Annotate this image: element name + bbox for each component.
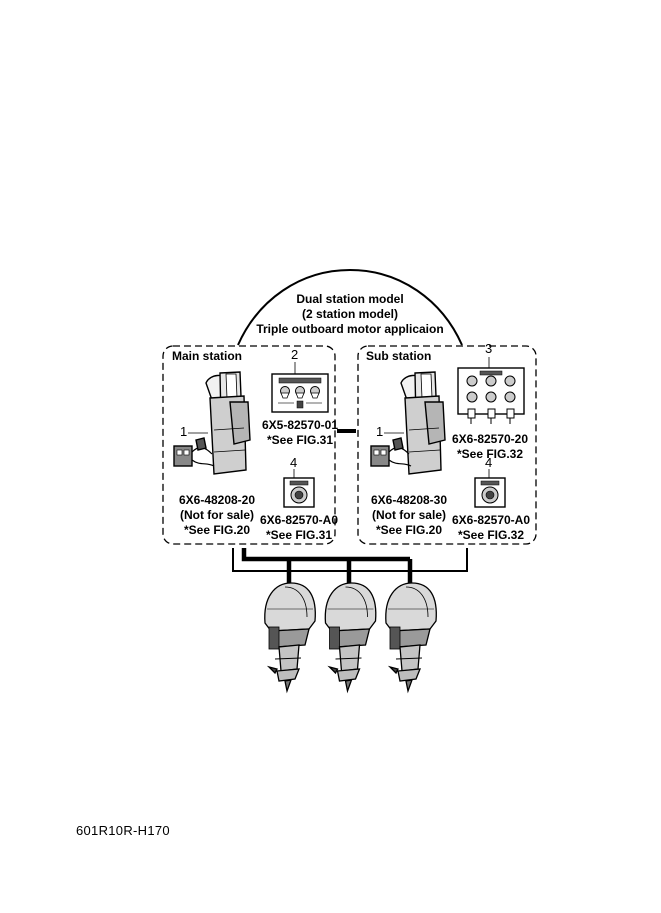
- main-station-label: Main station: [172, 349, 243, 363]
- title-line-1: Dual station model: [296, 292, 404, 306]
- sub-remote-control-box: [370, 371, 446, 475]
- title-line-3: Triple outboard motor applicaion: [256, 322, 444, 336]
- main-stop-switch-part-number: 6X6-82570-A0: [259, 513, 339, 527]
- main-control-box-ref: *See FIG.20: [183, 523, 251, 537]
- main-switch-panel-ref: *See FIG.31: [266, 433, 334, 447]
- sub-control-box-note: (Not for sale): [371, 508, 446, 522]
- sub-callout-1: 1: [376, 424, 384, 439]
- sub-control-box-ref: *See FIG.20: [375, 523, 443, 537]
- sub-station-box: [357, 345, 537, 545]
- callout-leaders: [188, 357, 490, 478]
- figure-code: 601R10R-H170: [76, 823, 170, 838]
- main-switch-panel-part-number: 6X5-82570-01: [261, 418, 339, 432]
- outboard-engine: [385, 582, 437, 694]
- title-line-2: (2 station model): [301, 307, 398, 321]
- sub-station-label: Sub station: [366, 349, 432, 363]
- wiring-harness: [232, 548, 468, 585]
- main-remote-control-box: [173, 371, 251, 475]
- sub-stop-switch-ref: *See FIG.32: [457, 528, 525, 542]
- main-callout-2: 2: [291, 347, 299, 362]
- outboard-engines: [264, 582, 437, 694]
- sub-switch-panel-ref: *See FIG.32: [456, 447, 524, 461]
- main-callout-4: 4: [290, 455, 298, 470]
- main-stop-switch: [283, 477, 315, 508]
- main-control-box-part-number: 6X6-48208-20: [178, 493, 256, 507]
- outboard-engine: [264, 582, 316, 694]
- main-station-box: [162, 345, 336, 545]
- sub-stop-switch-part-number: 6X6-82570-A0: [451, 513, 531, 527]
- outboard-engine: [324, 582, 377, 694]
- main-control-box-note: (Not for sale): [179, 508, 254, 522]
- title-arch: [237, 268, 463, 346]
- sub-switch-panel: [457, 367, 525, 424]
- sub-switch-panel-part-number: 6X6-82570-20: [451, 432, 529, 446]
- sub-stop-switch: [474, 477, 506, 508]
- main-stop-switch-ref: *See FIG.31: [265, 528, 333, 542]
- sub-callout-4: 4: [485, 455, 493, 470]
- sub-control-box-part-number: 6X6-48208-30: [370, 493, 448, 507]
- diagram-title: Dual station model (2 station model) Tri…: [230, 292, 470, 337]
- sub-callout-3: 3: [485, 341, 493, 356]
- main-switch-panel: [271, 373, 329, 413]
- main-callout-1: 1: [180, 424, 188, 439]
